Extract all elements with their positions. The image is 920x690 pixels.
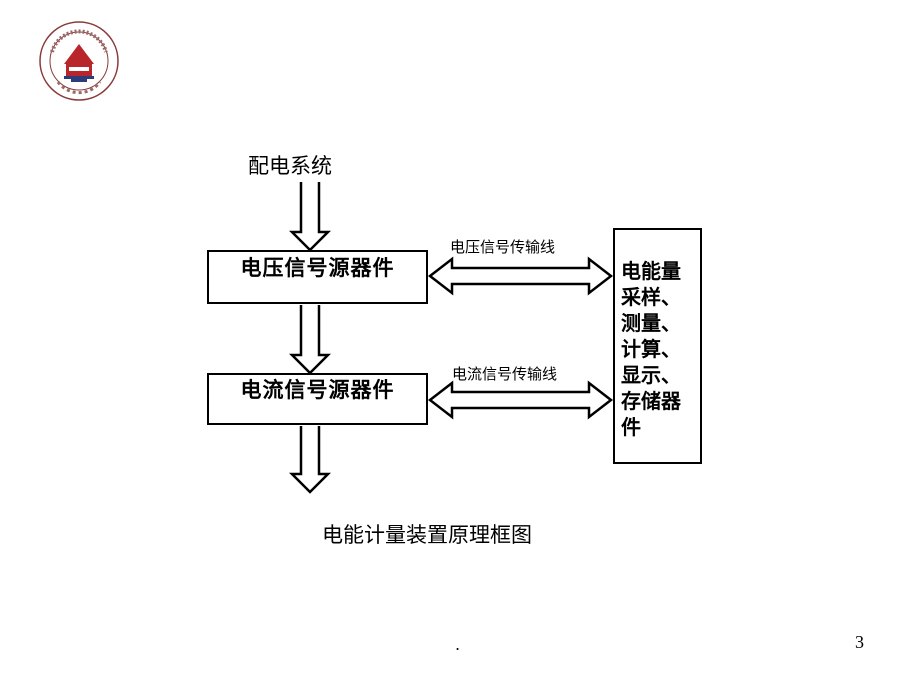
voltage-source-box: 电压信号源器件 [207, 250, 428, 304]
power-system-label: 配电系统 [248, 154, 332, 178]
arrow-source-to-voltage [288, 182, 332, 252]
current-source-label: 电流信号源器件 [240, 378, 395, 402]
voltage-line-label: 电压信号传输线 [450, 238, 556, 256]
measurement-unit-box: 电能量 采样、 测量、 计算、 显示、 存储器 件 [613, 228, 702, 464]
measurement-unit-label: 电能量 采样、 测量、 计算、 显示、 存储器 件 [621, 259, 681, 439]
arrow-current-out [288, 426, 332, 494]
page-number: 3 [855, 632, 864, 652]
arrow-current-line [427, 380, 614, 420]
voltage-source-label: 电压信号源器件 [240, 256, 395, 280]
current-line-label: 电流信号传输线 [452, 365, 558, 383]
diagram-caption: 电能计量装置原理框图 [322, 523, 532, 547]
arrow-voltage-to-current [288, 305, 332, 375]
footer-dot: . [455, 635, 461, 654]
current-source-box: 电流信号源器件 [207, 373, 428, 425]
arrow-voltage-line [427, 256, 614, 296]
university-logo [39, 21, 119, 101]
